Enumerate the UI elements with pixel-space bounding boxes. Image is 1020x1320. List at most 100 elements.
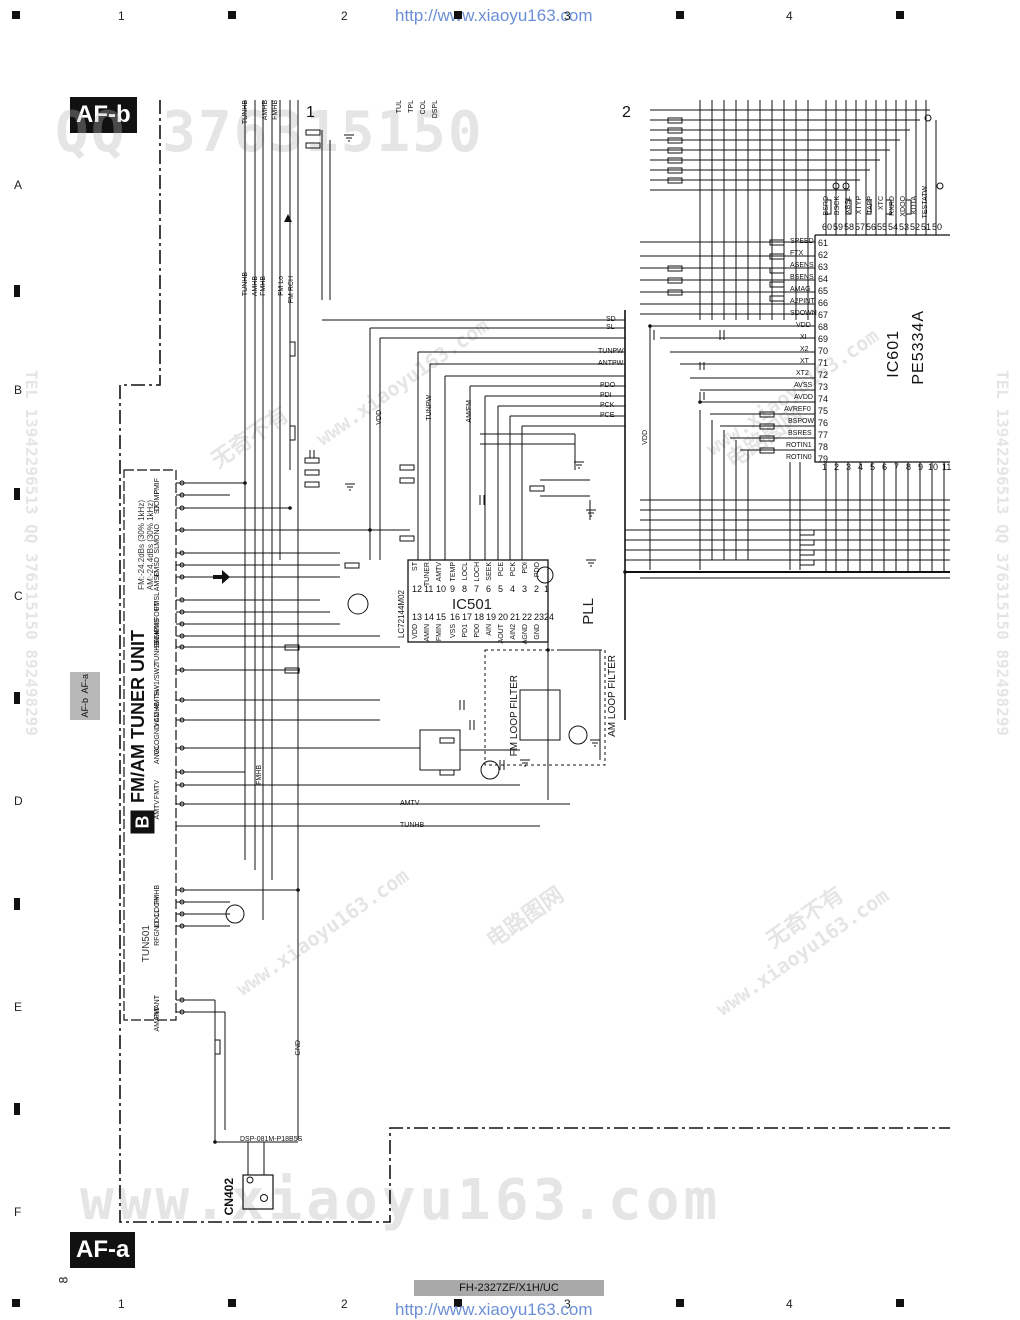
bus-label-pck: PCK [600,402,615,409]
ic601-pin: 2 [834,462,840,472]
connector-part-label: DSP-081M-P18B5S [240,1136,303,1143]
ic501-pin: 19 [486,612,497,622]
net-label-col: COL [420,100,427,115]
ic601-signal: XTC [878,196,885,210]
ic501-pin: 7 [474,584,480,594]
ic601-signal: XTYP [856,196,863,215]
net-label-fmlo: FM Lo [278,276,285,296]
col-number-4: 4 [786,9,793,23]
ic601-pin: 68 [818,322,829,332]
side-connector-tag: AF-a AF-b [70,672,100,720]
ic601-pin: 59 [833,222,844,232]
am-loop-filter-label: AM LOOP FILTER [607,655,618,737]
ic601-signal: ROTIN0 [786,454,812,461]
ic501-pin: 23 [534,612,545,622]
ic501-part: LC72144M02 [397,590,406,639]
grid-marker [12,11,20,19]
col-number-1: 1 [118,9,125,23]
net-label-amfm: AM/FM [466,400,473,423]
net-label-tul: TUL [396,100,403,114]
ic601-pin: 3 [846,462,852,472]
net-label-fmhb: FMHB [260,276,267,296]
ic601-pin: 5 [870,462,876,472]
ic501-pin: 20 [498,612,509,622]
bus-label-sl: SL [606,324,615,331]
ic601-pin: 73 [818,382,829,392]
ic501-pin: 3 [522,584,528,594]
ic601-pin: 53 [899,222,910,232]
ic601-pin: 65 [818,286,829,296]
ic501-signal: VDD [412,624,419,639]
ic501-signal: AOUT [498,624,505,644]
bus-label-tunpw: TUNPW [598,348,624,355]
grid-marker [228,1299,236,1307]
ic501-pin: 8 [462,584,468,594]
ic601-pin: 7 [894,462,900,472]
ic501-pin: 12 [412,584,423,594]
ic601-signal: BSRES [788,430,812,437]
ic601-signal: AVDD [794,394,813,401]
ic601-pin: 4 [858,462,864,472]
tuner-pin-label: AMTV [154,800,161,820]
col-number-2-bottom: 2 [341,1297,348,1311]
pll-label: PLL [580,598,597,625]
row-letter-e: E [14,1000,23,1014]
ic501-pin: 17 [462,612,473,622]
ic601-pin: 76 [818,418,829,428]
ic601-pin: 75 [818,406,829,416]
grid-marker [14,692,20,704]
url-top[interactable]: http://www.xiaoyu163.com [395,6,593,25]
tuner-pin-label: ST [154,505,161,514]
ic601-pin: 54 [888,222,899,232]
grid-marker [676,11,684,19]
col-number-3: 3 [564,9,571,23]
ic501-name: IC501 [452,596,493,613]
ic501-pin: 22 [522,612,533,622]
bus-label-sd: SD [606,316,616,323]
grid-marker [676,1299,684,1307]
tuner-pin-label: TUNHB [154,641,161,666]
bus-label-pdo: PDO [600,382,616,389]
ic501-pin: 9 [450,584,456,594]
model-footer: FH-2327ZF/X1H/UC [414,1280,604,1296]
tag-af-a: AF-a [70,1232,136,1268]
col-number-3-bottom: 3 [564,1297,571,1311]
ic501-pin: 15 [436,612,447,622]
ic601-signal: FTX [790,250,804,257]
ic601-signal: TESTATW [922,186,929,219]
ic601-pin: 1 [822,462,828,472]
grid-marker [14,898,20,910]
ic501-pin: 14 [424,612,435,622]
ic601-pin: 11 [942,462,952,472]
grid-marker [14,1103,20,1115]
ic501-signal: ST [412,562,419,571]
tuner-pin-label: ANGL [154,745,161,765]
ic601-pin: 52 [910,222,921,232]
grid-marker [12,1299,20,1307]
col-number-4-bottom: 4 [786,1297,793,1311]
url-bottom[interactable]: http://www.xiaoyu163.com [395,1300,593,1319]
ic601-pin: 55 [877,222,888,232]
section-b-tag: B [130,810,155,834]
ic501-pin: 18 [474,612,485,622]
ic601-pin: 58 [844,222,855,232]
ic601-signal: KDTA [911,196,918,215]
net-label-tunhb-bottom: TUNHB [400,822,425,829]
tuner-pin-label: AMSD [154,571,161,592]
ic501-pin: 16 [450,612,461,622]
ic601-signal: XT2 [796,370,809,377]
ic501-signal: LOCH [474,562,481,582]
ic601-pin: 63 [818,262,829,272]
net-label-tunhb-top: TUNHB [242,100,249,125]
ic501-signal: TEMP [450,562,457,582]
ic501-pin: 2 [534,584,540,594]
net-label-tunhb: TUNHB [242,272,249,297]
tuner-module-label: TUN501 [141,925,152,963]
net-label-fmhb-top: FMHB [272,100,279,120]
ic601-pin: 61 [818,238,829,248]
ic601-signal: BSPOW [788,418,815,425]
watermark-qq: QQ 376315150 [55,100,484,165]
ic501-pin: 4 [510,584,516,594]
net-label-amhb-top: AMHB [262,100,269,121]
ic601-signal: X2 [800,346,809,353]
